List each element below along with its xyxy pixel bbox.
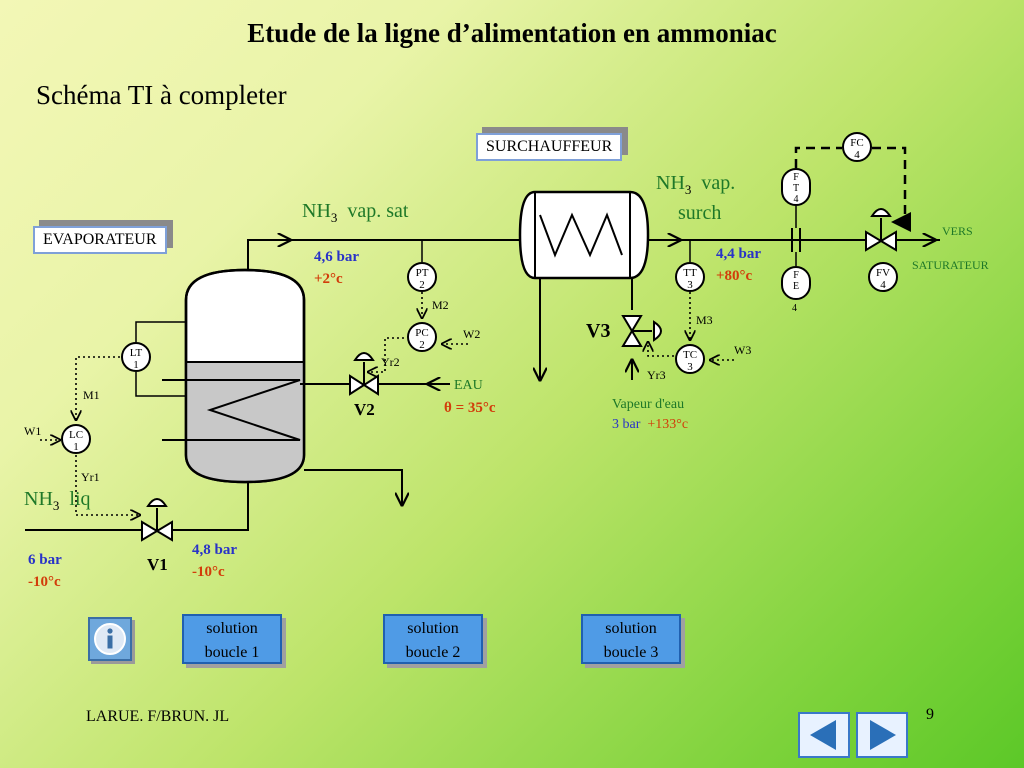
page-title: Etude de la ligne d’alimentation en ammo…	[247, 18, 777, 48]
nh3-vap-label: NH3 vap.	[656, 172, 736, 197]
valve-v3-label: V3	[586, 320, 611, 342]
signal-yr1: Yr1	[81, 470, 100, 484]
surch-label: surch	[678, 202, 722, 224]
signal-m3: M3	[696, 313, 713, 327]
valve-v2-label: V2	[354, 400, 375, 419]
nh3-vap-sat-label: NH3 vap. sat	[302, 200, 409, 225]
signal-w2: W2	[463, 327, 481, 341]
pressure-4: 4,8 bar	[192, 542, 237, 558]
pressure-1: 4,6 bar	[314, 249, 359, 265]
valve-v2	[349, 352, 379, 396]
temperature-3: -10°c	[28, 574, 61, 590]
signal-m2: M2	[432, 298, 449, 312]
temperature-4: -10°c	[192, 564, 225, 580]
vapeur-eau-label: Vapeur d'eau	[612, 397, 685, 412]
signal-m1: M1	[83, 388, 100, 402]
eau-label: EAU	[454, 378, 483, 393]
next-slide-button[interactable]	[856, 712, 908, 758]
temperature-1: +2°c	[314, 271, 343, 287]
vapeur-conditions: 3 bar +133°c	[612, 417, 689, 432]
temperature-2: +80°c	[716, 268, 753, 284]
valve-fv4	[865, 208, 897, 252]
page-subtitle: Schéma TI à completer	[36, 80, 287, 110]
surchauffeur-label: SURCHAUFFEUR	[476, 133, 623, 161]
eau-temperature: θ = 35°c	[444, 400, 496, 416]
evaporateur-label: EVAPORATEUR	[33, 226, 167, 254]
saturateur-label: SATURATEUR	[912, 258, 989, 272]
pressure-2: 4,4 bar	[716, 246, 761, 262]
vers-label: VERS	[942, 224, 973, 238]
arrow-left-icon	[810, 720, 836, 750]
footer-authors: LARUE. F/BRUN. JL	[86, 708, 230, 725]
previous-slide-button[interactable]	[798, 712, 850, 758]
valve-v3	[621, 315, 662, 347]
signal-w3: W3	[734, 343, 752, 357]
info-button[interactable]	[88, 617, 132, 661]
instrument-fe4-number: 4	[792, 303, 797, 314]
surchauffeur-exchanger	[518, 190, 650, 280]
arrow-right-icon	[870, 720, 896, 750]
page-number: 9	[926, 706, 934, 723]
info-icon	[94, 623, 126, 655]
valve-v1-label: V1	[147, 555, 168, 574]
signal-w1: W1	[24, 424, 42, 438]
nh3-liq-label: NH3 liq	[24, 488, 91, 513]
signal-yr3: Yr3	[647, 368, 666, 382]
signal-yr2: Yr2	[381, 355, 400, 369]
valve-v1	[141, 498, 173, 542]
evaporator-vessel	[162, 268, 306, 484]
pressure-3: 6 bar	[28, 552, 62, 568]
